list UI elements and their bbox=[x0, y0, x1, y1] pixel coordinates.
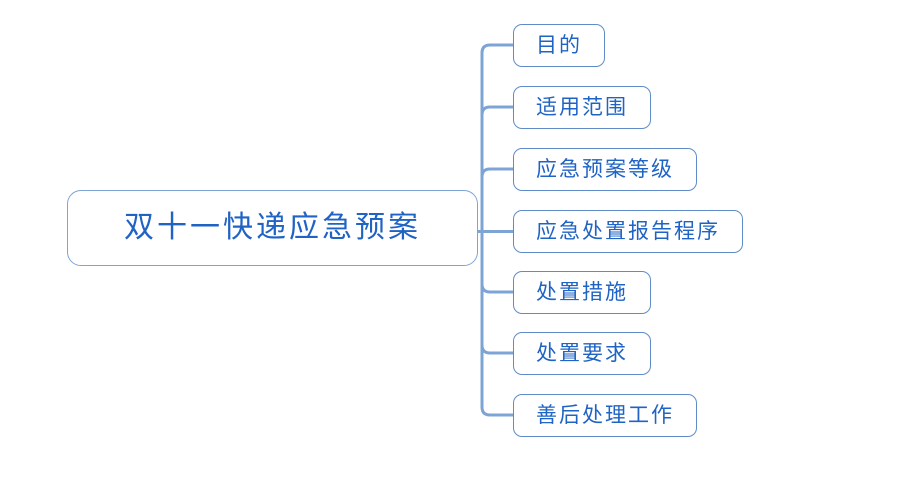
child-node-5-label: 处置措施 bbox=[536, 280, 628, 304]
connector-branch-3 bbox=[480, 167, 513, 178]
child-node-3-label: 应急预案等级 bbox=[536, 157, 674, 181]
connector-branch-1 bbox=[480, 43, 513, 54]
child-node-3[interactable]: 应急预案等级 bbox=[513, 148, 697, 191]
root-node[interactable]: 双十一快递应急预案 bbox=[67, 190, 478, 266]
child-node-6[interactable]: 处置要求 bbox=[513, 332, 651, 375]
connector-branch-7 bbox=[480, 406, 513, 417]
child-node-1[interactable]: 目的 bbox=[513, 24, 605, 67]
child-node-1-label: 目的 bbox=[536, 33, 582, 57]
child-node-7-label: 善后处理工作 bbox=[536, 403, 674, 427]
child-node-5[interactable]: 处置措施 bbox=[513, 271, 651, 314]
child-node-7[interactable]: 善后处理工作 bbox=[513, 394, 697, 437]
child-node-4-label: 应急处置报告程序 bbox=[536, 219, 720, 243]
root-node-label: 双十一快递应急预案 bbox=[124, 210, 421, 245]
child-node-4[interactable]: 应急处置报告程序 bbox=[513, 210, 743, 253]
child-node-2-label: 适用范围 bbox=[536, 95, 628, 119]
connector-branch-6 bbox=[480, 344, 513, 355]
child-node-6-label: 处置要求 bbox=[536, 341, 628, 365]
connector-branch-5 bbox=[480, 283, 513, 294]
child-node-2[interactable]: 适用范围 bbox=[513, 86, 651, 129]
connector-branch-2 bbox=[480, 105, 513, 116]
